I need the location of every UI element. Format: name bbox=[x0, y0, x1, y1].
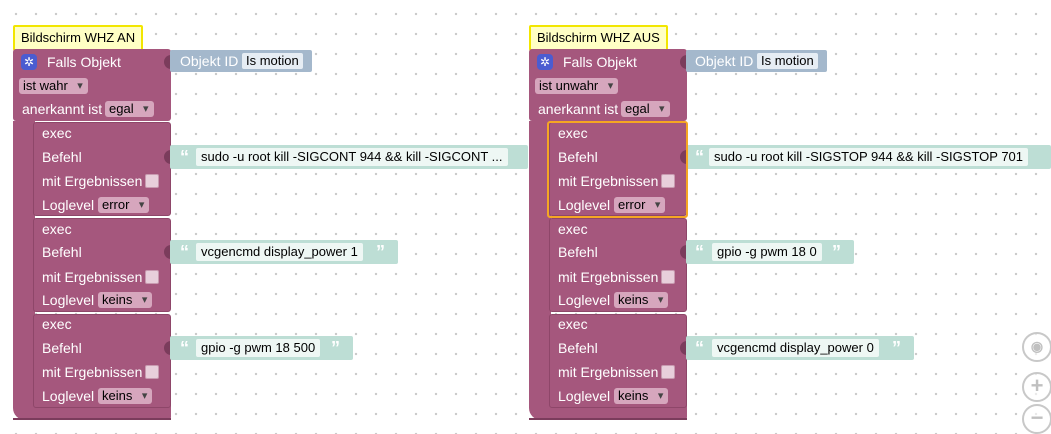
results-label: mit Ergebnissen bbox=[42, 364, 143, 380]
object-id-value[interactable]: Is motion bbox=[757, 53, 818, 69]
open-quote-icon: “ bbox=[695, 242, 704, 262]
results-label: mit Ergebnissen bbox=[42, 173, 143, 189]
results-label: mit Ergebnissen bbox=[42, 269, 143, 285]
input-slot bbox=[164, 245, 171, 259]
command-text[interactable]: gpio -g pwm 18 0 bbox=[712, 243, 822, 261]
loglevel-dropdown[interactable]: keins bbox=[614, 292, 669, 308]
exec-label: exec bbox=[558, 221, 588, 237]
command-label: Befehl bbox=[42, 244, 82, 260]
results-label: mit Ergebnissen bbox=[558, 364, 659, 380]
input-slot bbox=[680, 341, 687, 355]
trigger-label: Falls Objekt bbox=[47, 54, 121, 70]
command-label: Befehl bbox=[558, 340, 598, 356]
loglevel-label: Loglevel bbox=[42, 388, 95, 404]
command-text[interactable]: sudo -u root kill -SIGCONT 944 && kill -… bbox=[196, 148, 508, 166]
loglevel-dropdown[interactable]: keins bbox=[614, 388, 669, 404]
exec-label: exec bbox=[42, 125, 72, 141]
exec-label: exec bbox=[558, 125, 588, 141]
command-label: Befehl bbox=[42, 340, 82, 356]
open-quote-icon: “ bbox=[180, 147, 189, 167]
command-text[interactable]: vcgencmd display_power 0 bbox=[712, 339, 879, 357]
loglevel-dropdown[interactable]: keins bbox=[98, 388, 153, 404]
comment-bubble[interactable]: Bildschirm WHZ AUS bbox=[529, 25, 668, 51]
exec-label: exec bbox=[42, 221, 72, 237]
results-checkbox[interactable] bbox=[145, 174, 159, 188]
loglevel-label: Loglevel bbox=[558, 197, 611, 213]
loglevel-dropdown[interactable]: keins bbox=[98, 292, 153, 308]
trigger-label: Falls Objekt bbox=[563, 54, 637, 70]
object-id-label: Objekt ID bbox=[180, 53, 239, 69]
command-label: Befehl bbox=[42, 149, 82, 165]
open-quote-icon: “ bbox=[180, 242, 189, 262]
target-icon[interactable]: ◉ bbox=[1022, 332, 1051, 362]
object-id-value[interactable]: Is motion bbox=[242, 53, 303, 69]
condition-dropdown[interactable]: ist wahr bbox=[19, 78, 88, 94]
close-quote-icon: ” bbox=[331, 338, 340, 358]
plus-icon[interactable]: + bbox=[1022, 372, 1051, 402]
exec-label: exec bbox=[558, 316, 588, 332]
results-label: mit Ergebnissen bbox=[558, 173, 659, 189]
input-slot bbox=[680, 150, 687, 164]
input-slot bbox=[680, 55, 687, 69]
loglevel-label: Loglevel bbox=[558, 388, 611, 404]
loglevel-dropdown[interactable]: error bbox=[614, 197, 666, 213]
trigger-block-body bbox=[529, 121, 551, 404]
gear-icon[interactable]: ✲ bbox=[537, 54, 553, 70]
loglevel-label: Loglevel bbox=[42, 197, 95, 213]
results-checkbox[interactable] bbox=[145, 365, 159, 379]
close-quote-icon: ” bbox=[892, 338, 901, 358]
close-quote-icon: ” bbox=[376, 242, 385, 262]
command-text[interactable]: gpio -g pwm 18 500 bbox=[196, 339, 321, 357]
condition-dropdown[interactable]: ist unwahr bbox=[535, 78, 619, 94]
command-text[interactable]: vcgencmd display_power 1 bbox=[196, 243, 363, 261]
results-checkbox[interactable] bbox=[661, 365, 675, 379]
results-checkbox[interactable] bbox=[661, 174, 675, 188]
results-label: mit Ergebnissen bbox=[558, 269, 659, 285]
loglevel-label: Loglevel bbox=[558, 292, 611, 308]
object-id-label: Objekt ID bbox=[695, 53, 754, 69]
ack-label: anerkannt ist bbox=[22, 101, 103, 117]
close-quote-icon: ” bbox=[832, 242, 841, 262]
command-text[interactable]: sudo -u root kill -SIGSTOP 944 && kill -… bbox=[709, 148, 1029, 166]
block-edge bbox=[13, 418, 171, 420]
trigger-block-body bbox=[13, 121, 35, 404]
results-checkbox[interactable] bbox=[661, 270, 675, 284]
input-slot bbox=[164, 341, 171, 355]
input-slot bbox=[680, 245, 687, 259]
open-quote-icon: “ bbox=[695, 338, 704, 358]
minus-icon[interactable]: − bbox=[1022, 404, 1051, 434]
input-slot bbox=[164, 55, 171, 69]
results-checkbox[interactable] bbox=[145, 270, 159, 284]
ack-label: anerkannt ist bbox=[538, 101, 619, 117]
comment-bubble[interactable]: Bildschirm WHZ AN bbox=[13, 25, 144, 51]
ack-dropdown[interactable]: egal bbox=[105, 101, 154, 117]
command-label: Befehl bbox=[558, 244, 598, 260]
exec-label: exec bbox=[42, 316, 72, 332]
loglevel-label: Loglevel bbox=[42, 292, 95, 308]
gear-icon[interactable]: ✲ bbox=[21, 54, 37, 70]
open-quote-icon: “ bbox=[180, 338, 189, 358]
input-slot bbox=[164, 150, 171, 164]
loglevel-dropdown[interactable]: error bbox=[98, 197, 150, 213]
command-label: Befehl bbox=[558, 149, 598, 165]
block-edge bbox=[529, 418, 687, 420]
open-quote-icon: “ bbox=[695, 147, 704, 167]
ack-dropdown[interactable]: egal bbox=[621, 101, 670, 117]
